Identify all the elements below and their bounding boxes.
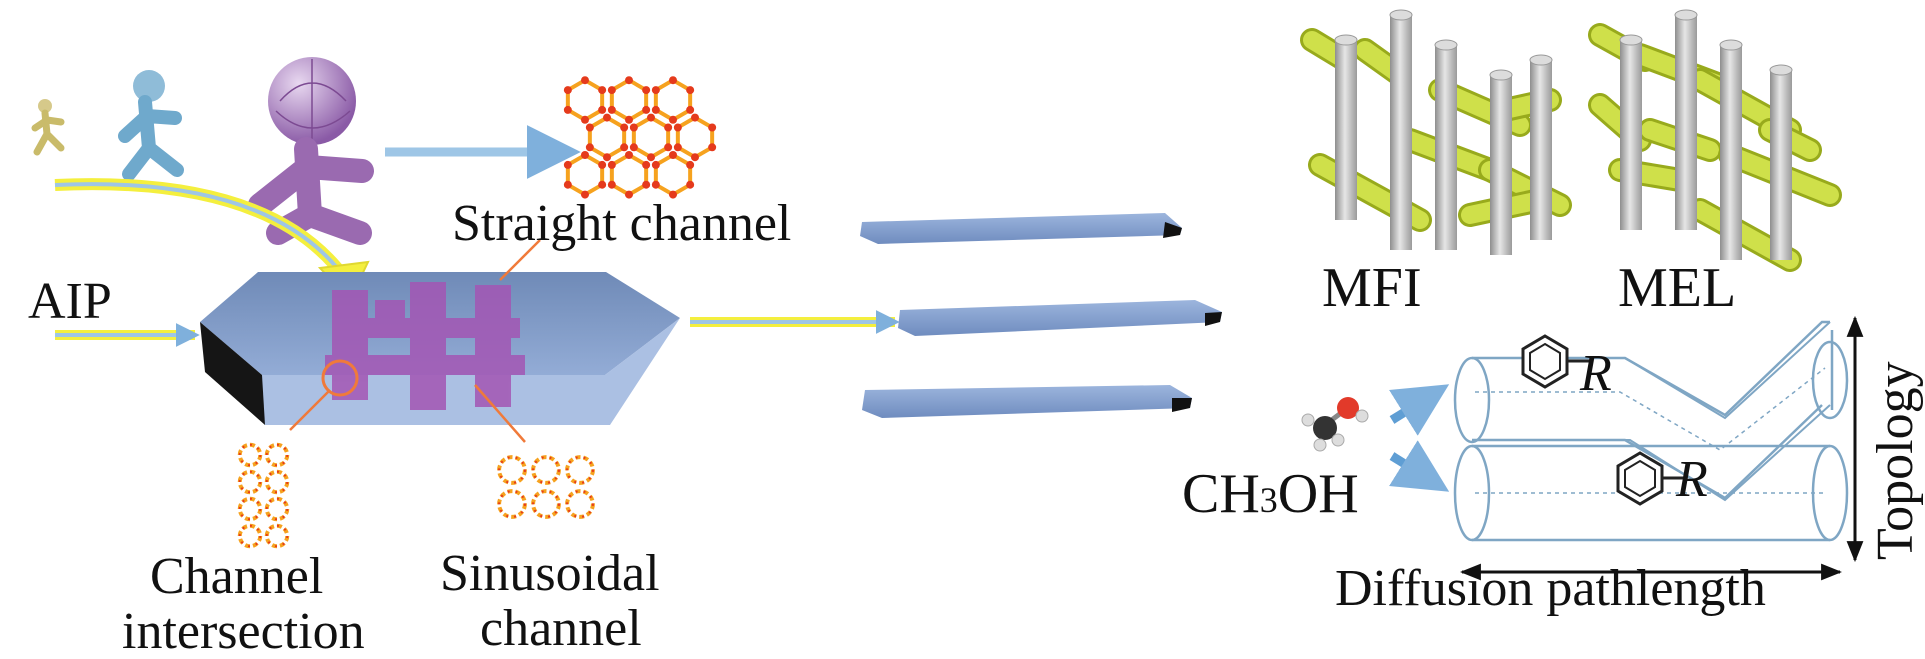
- benzene-ring-icon: [1616, 451, 1685, 506]
- nanosheet-top: [860, 213, 1182, 244]
- sinusoidal-channel-label-1: Sinusoidal: [440, 545, 660, 602]
- mfi-label: MFI: [1322, 257, 1422, 319]
- sinusoidal-channel-label-2: channel: [480, 600, 642, 657]
- diffusion-pathlength-label: Diffusion pathlength: [1335, 560, 1766, 617]
- methanol-molecule-icon: [1301, 397, 1369, 452]
- framework-intersection-icon: [237, 442, 290, 549]
- channel-intersection-label-2: intersection: [122, 603, 365, 659]
- zeolite-crystal: [200, 272, 680, 425]
- benzene-ring-icon: [1521, 334, 1590, 389]
- straight-channel-label: Straight channel: [452, 195, 791, 252]
- r-group-bottom-label: R: [1675, 451, 1708, 508]
- mel-topology-icon: [1588, 9, 1842, 272]
- topology-label: Topology: [1867, 361, 1924, 560]
- mfi-topology-icon: [1300, 9, 1572, 255]
- methanol-label: CH3OH: [1182, 463, 1359, 525]
- r-group-top-label: R: [1579, 345, 1612, 402]
- framework-sinusoidal-icon: [497, 455, 595, 519]
- nanosheet-bottom: [862, 385, 1192, 418]
- framework-straight-icon: [563, 76, 717, 199]
- runner-small-icon: [31, 99, 65, 156]
- straight-pipe: [1453, 444, 1849, 542]
- runner-blue-icon: [118, 70, 184, 181]
- channel-intersection-label-1: Channel: [150, 548, 323, 605]
- aip-label: AIP: [28, 273, 112, 330]
- runner-purple-icon: [248, 57, 374, 245]
- mel-label: MEL: [1618, 257, 1736, 319]
- nanosheet-middle: [898, 300, 1222, 336]
